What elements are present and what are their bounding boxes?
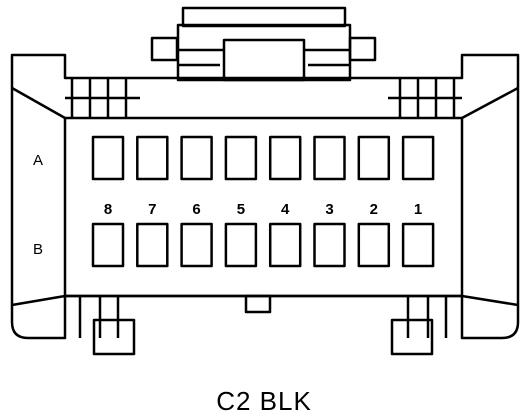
pin-row-b [91, 222, 435, 268]
pin-number-8: 8 [104, 201, 112, 218]
pin-cavity-a1 [401, 135, 435, 181]
row-label-a: A [33, 152, 43, 169]
pin-cavity-b7 [136, 222, 169, 268]
pin-cavity-a8 [91, 135, 125, 181]
bottom-ribs-left [78, 296, 136, 356]
pin-cavity-a5 [224, 135, 258, 181]
pin-number-5: 5 [237, 201, 245, 218]
pin-number-1: 1 [414, 201, 422, 218]
top-locking-tab [150, 6, 377, 82]
pin-cavity-b4 [268, 222, 302, 268]
pin-cavity-a7 [136, 135, 169, 181]
pin-numbers: 8 7 6 5 4 3 2 1 [104, 201, 422, 218]
bottom-key [244, 294, 272, 314]
row-label-b: B [33, 241, 43, 258]
connector-body [10, 53, 520, 340]
top-ribs-right [388, 78, 462, 118]
pin-cavity-b2 [357, 222, 391, 268]
pin-cavity-b8 [91, 222, 125, 268]
pin-number-2: 2 [370, 201, 378, 218]
pin-cavity-b5 [224, 222, 258, 268]
pin-number-3: 3 [325, 201, 333, 218]
pin-cavity-a4 [268, 135, 302, 181]
connector-caption: C2 BLK [216, 386, 312, 416]
pin-cavity-a2 [357, 135, 391, 181]
top-ribs-left [65, 78, 140, 118]
pin-number-6: 6 [192, 201, 200, 218]
pin-cavity-a3 [313, 135, 346, 181]
pin-cavity-b1 [401, 222, 435, 268]
pin-cavity-b3 [313, 222, 346, 268]
pin-number-4: 4 [281, 201, 290, 218]
pin-cavity-a6 [180, 135, 213, 181]
bottom-ribs-right [390, 296, 448, 356]
pin-number-7: 7 [148, 201, 156, 218]
pin-row-a [91, 135, 435, 181]
pin-cavity-b6 [180, 222, 213, 268]
